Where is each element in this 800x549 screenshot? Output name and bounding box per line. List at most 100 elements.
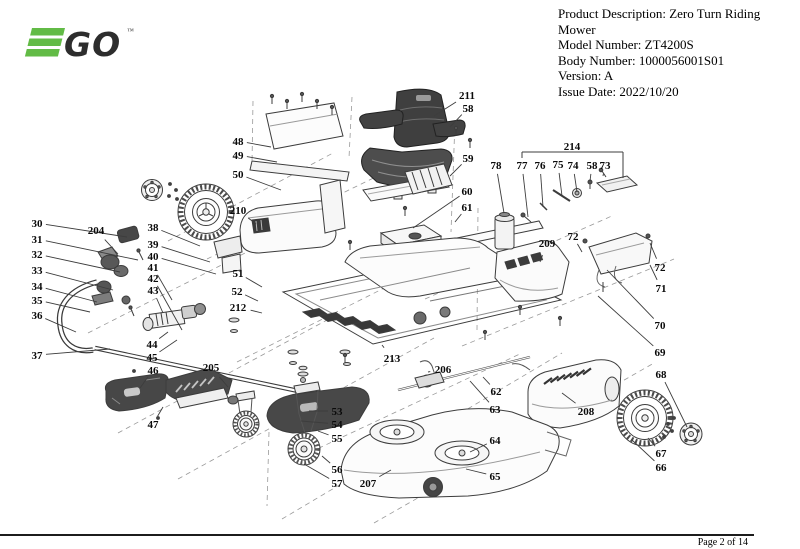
leader-line-34 (45, 287, 98, 303)
leader-line-45 (159, 339, 178, 353)
callout-47: 47 (148, 419, 160, 431)
callout-61: 61 (462, 202, 473, 214)
header-product-description: Product Description: Zero Turn Riding Mo… (558, 6, 761, 37)
leader-line-69 (597, 295, 654, 347)
callout-208: 208 (578, 406, 595, 418)
callout-72: 72 (655, 262, 667, 274)
ego-logo-go-text: GO (64, 25, 121, 64)
leader-line-43 (156, 298, 164, 314)
steering-control-cluster (91, 225, 144, 317)
callout-77: 77 (517, 160, 529, 172)
leader-line-67 (647, 437, 656, 447)
leader-line-211 (433, 101, 457, 117)
callout-204: 204 (88, 225, 105, 237)
leader-line-47 (157, 406, 164, 417)
callout-49: 49 (233, 150, 245, 162)
leader-line-78 (497, 173, 505, 214)
ego-logo-tm: ™ (127, 27, 134, 35)
callout-205: 205 (203, 362, 220, 374)
callout-67: 67 (656, 448, 668, 460)
callout-39: 39 (148, 239, 160, 251)
leader-line-59 (449, 164, 462, 177)
callout-51: 51 (233, 268, 244, 280)
callout-58: 58 (463, 103, 475, 115)
left-motor-pack (165, 368, 239, 409)
mid-caster-assembly (232, 390, 260, 438)
callout-73: 73 (600, 160, 612, 172)
linkage-rod (397, 355, 531, 392)
callout-211: 211 (459, 90, 475, 102)
callout-71: 71 (656, 283, 667, 295)
callout-207: 207 (360, 478, 377, 490)
callout-75: 75 (553, 159, 565, 171)
leader-line-48 (246, 142, 272, 148)
callout-32: 32 (32, 249, 44, 261)
callout-59: 59 (463, 153, 475, 165)
callout-44: 44 (147, 339, 159, 351)
header-info-block: Product Description: Zero Turn Riding Mo… (558, 6, 798, 100)
leader-line-40 (161, 258, 217, 275)
left-caster-assembly (287, 365, 321, 466)
leader-line-38 (161, 229, 201, 247)
washer-stacks (228, 317, 351, 366)
front-bumper (104, 369, 169, 420)
leader-line-57 (303, 463, 330, 479)
front-left-tire (177, 183, 235, 241)
axle-assembly (142, 303, 206, 331)
bracket-214 (521, 151, 624, 178)
callout-46: 46 (148, 365, 160, 377)
seat-rail-assembly (362, 163, 453, 202)
ego-logo-svg: GO ™ (24, 25, 134, 64)
leader-line-205 (219, 376, 229, 388)
leader-line-61 (454, 213, 462, 223)
callout-33: 33 (32, 265, 44, 277)
callout-72: 72 (568, 231, 580, 243)
callout-48: 48 (233, 136, 245, 148)
callout-34: 34 (32, 281, 44, 293)
leader-line-55 (317, 430, 329, 436)
header-version: Version: A (558, 68, 614, 84)
footer-rule (0, 534, 754, 536)
leader-line-56 (321, 455, 331, 464)
callout-60: 60 (462, 186, 474, 198)
leader-line-74 (573, 173, 578, 193)
callout-213: 213 (384, 353, 401, 365)
callout-42: 42 (148, 273, 160, 285)
callout-54: 54 (332, 419, 344, 431)
leader-line-37 (45, 348, 111, 355)
callout-53: 53 (332, 406, 344, 418)
leader-line-33 (45, 271, 114, 291)
leader-line-209 (539, 255, 543, 263)
leader-line-39 (161, 246, 211, 263)
callout-76: 76 (535, 160, 547, 172)
callout-41: 41 (148, 262, 159, 274)
leader-line-68 (664, 381, 688, 428)
callout-58: 58 (587, 160, 599, 172)
leader-line-76 (540, 173, 544, 208)
front-left-hub-cap (141, 179, 179, 201)
hardware-row (494, 167, 639, 250)
callout-210: 210 (230, 205, 247, 217)
right-fender (494, 240, 570, 302)
callout-43: 43 (148, 285, 160, 297)
callout-31: 31 (32, 234, 43, 246)
callout-35: 35 (32, 295, 44, 307)
leader-line-42 (156, 285, 183, 331)
header-issue-date: Issue Date: 2022/10/20 (558, 83, 679, 99)
mower-deck (266, 386, 572, 499)
leader-line-75 (558, 172, 563, 197)
leader-line-77 (522, 173, 529, 218)
callout-70: 70 (655, 320, 667, 332)
leader-line-58 (589, 173, 592, 182)
leader-line-60 (412, 195, 460, 229)
callout-57: 57 (332, 478, 344, 490)
callout-212: 212 (230, 302, 247, 314)
leader-line-64 (469, 443, 488, 453)
leader-line-204 (104, 239, 119, 255)
callout-55: 55 (332, 433, 344, 445)
callout-66: 66 (656, 462, 668, 474)
rear-motor-housing (511, 359, 622, 429)
ego-logo-e-bars (24, 28, 66, 57)
